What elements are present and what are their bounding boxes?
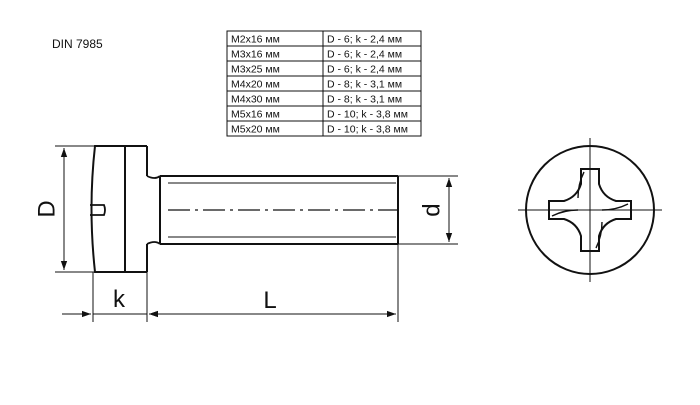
table-border xyxy=(226,30,422,137)
recess-groove-left xyxy=(551,209,579,217)
head-circle xyxy=(525,145,655,275)
neck-undercut-bottom xyxy=(146,241,161,245)
table-cell-dimensions: D - 6; k - 2,4 мм xyxy=(327,49,402,61)
recess-groove-top xyxy=(577,171,585,199)
table-cell-size: M5x20 мм xyxy=(231,124,280,136)
neck-undercut-top xyxy=(146,175,161,179)
length-label: L xyxy=(263,287,276,314)
table-cell-size: M4x20 мм xyxy=(231,79,280,91)
table-cell-dimensions: D - 6; k - 2,4 мм xyxy=(327,34,402,46)
dimensions: D k L d xyxy=(33,145,458,322)
table-cell-dimensions: D - 8; k - 3,1 мм xyxy=(327,94,402,106)
table-cell-dimensions: D - 8; k - 3,1 мм xyxy=(327,79,402,91)
head-diameter-label: D xyxy=(33,200,60,217)
screw-top-view xyxy=(518,138,662,282)
thread-diameter-label: d xyxy=(418,203,445,216)
table-cell-size: M3x16 мм xyxy=(231,49,280,61)
table-cell-size: M5x16 мм xyxy=(231,109,280,121)
recess-groove-bottom xyxy=(595,221,603,249)
table-cell-dimensions: D - 6; k - 2,4 мм xyxy=(327,64,402,76)
sizes-table: M2x16 мм D - 6; k - 2,4 мм M3x16 мм D - 6; … xyxy=(226,30,422,137)
standard-label: DIN 7985 xyxy=(52,37,103,51)
table-cell-dimensions: D - 10; k - 3,8 мм xyxy=(327,109,408,121)
screw-head-outline xyxy=(90,145,125,273)
recess-notch xyxy=(90,204,106,216)
table-cell-size: M4x30 мм xyxy=(231,94,280,106)
recess-groove-right xyxy=(601,203,629,211)
table-cell-dimensions: D - 10; k - 3,8 мм xyxy=(327,124,408,136)
table-cell-size: M3x25 мм xyxy=(231,64,280,76)
head-height-label: k xyxy=(113,286,126,313)
screw-side-view xyxy=(90,145,399,273)
phillips-cross-recess xyxy=(548,168,632,252)
table-cell-size: M2x16 мм xyxy=(231,34,280,46)
